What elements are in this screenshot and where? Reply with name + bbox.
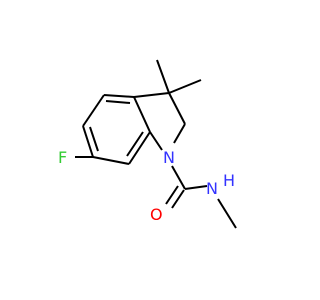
amide-hydrogen-label: H [223,171,235,190]
bond-ring-n1-c7a [149,131,163,151]
bond-benzene-c7-c7a-inner [126,131,144,157]
background [0,0,300,300]
amide-nitrogen-label: N [206,179,218,198]
bond-ring-c3a-c3 [133,92,170,98]
carbonyl-oxygen-label: O [150,205,163,224]
bond-carbonyl-double-1 [171,189,185,209]
ring-nitrogen-label: N [163,148,175,167]
bond-methyl-1 [156,59,170,94]
bond-carbonyl-double-2 [165,185,179,205]
bond-benzene-c4-c5 [82,94,105,127]
bond-methyl-2 [168,79,202,94]
bond-ring-c3-c2 [168,92,186,125]
bond-n1-carbonyl-carbon [171,165,186,190]
bond-benzene-c5-c6-inner [89,126,99,152]
bond-ring-c2-n1 [173,123,186,144]
bond-amide-n-methyl [217,198,237,229]
molecule-diagram: F N N H O [0,0,300,300]
bond-benzene-c3a-c4 [103,94,135,98]
bond-benzene-c3a-c4-inner [105,100,131,104]
bond-benzene-c7-c7a [128,131,151,165]
fluorine-label: F [58,148,67,167]
bond-carbonyl-carbon-amide-n [184,185,208,190]
bond-benzene-c5-c6 [82,125,94,158]
bond-benzene-c7a-c3a [133,96,151,133]
bond-benzene-c6-c7 [92,156,130,165]
